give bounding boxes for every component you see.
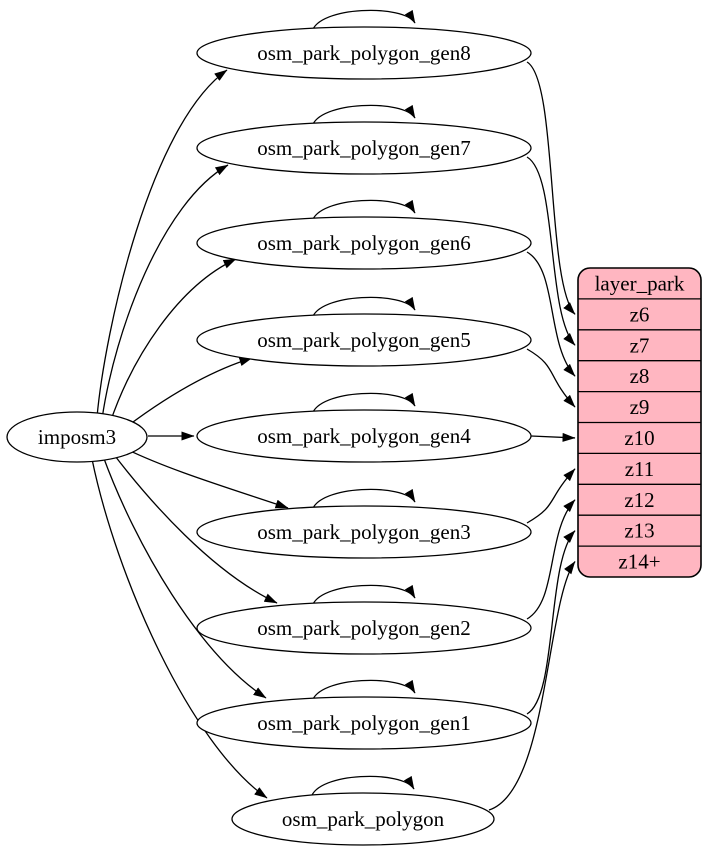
self-loop-osm_park_polygon_gen3 xyxy=(311,488,416,512)
edge-osm_park_polygon_gen4-to-z10 xyxy=(530,432,576,442)
source-label: imposm3 xyxy=(38,425,116,449)
edge-osm_park_polygon_gen2-to-z12 xyxy=(526,499,576,620)
edges-layer xyxy=(91,9,576,811)
edge-imposm3-to-osm_park_polygon_gen3 xyxy=(121,446,289,509)
table-ellipse xyxy=(196,505,532,559)
node-imposm3: imposm3 xyxy=(6,411,148,463)
edge-imposm3-to-osm_park_polygon xyxy=(91,458,268,799)
node-osm_park_polygon_gen7: osm_park_polygon_gen7 xyxy=(196,121,532,175)
table-ellipse xyxy=(196,696,532,750)
table-ellipse xyxy=(196,601,532,655)
table-label: osm_park_polygon_gen1 xyxy=(257,711,470,735)
edge-imposm3-to-osm_park_polygon_gen5 xyxy=(124,357,253,429)
edge-osm_park_polygon_gen5-to-z9 xyxy=(526,348,576,408)
table-label: osm_park_polygon_gen5 xyxy=(257,328,470,352)
node-osm_park_polygon_gen5: osm_park_polygon_gen5 xyxy=(196,313,532,367)
self-loop-osm_park_polygon_gen7 xyxy=(311,104,416,128)
layer-park-node: layer_park z6 z7 z8 z9 z10 z11 z12 z13 z14+ xyxy=(577,267,702,578)
node-osm_park_polygon_gen1: osm_park_polygon_gen1 xyxy=(196,696,532,750)
zoom-row-z7: z7 xyxy=(630,333,650,357)
edge-imposm3-to-osm_park_polygon_gen7 xyxy=(101,164,229,420)
self-loop-osm_park_polygon_gen4 xyxy=(311,392,416,416)
edge-osm_park_polygon_gen8-to-z6 xyxy=(526,61,576,315)
table-label: osm_park_polygon_gen6 xyxy=(257,231,470,255)
table-ellipse xyxy=(196,121,532,175)
zoom-row-z11: z11 xyxy=(625,457,655,481)
edge-imposm3-to-osm_park_polygon_gen6 xyxy=(109,258,237,424)
node-osm_park_polygon: osm_park_polygon xyxy=(231,792,495,846)
zoom-row-z13: z13 xyxy=(624,519,654,543)
table-ellipse xyxy=(196,313,532,367)
self-loop-osm_park_polygon_gen5 xyxy=(311,296,416,320)
node-osm_park_polygon_gen6: osm_park_polygon_gen6 xyxy=(196,216,532,270)
edge-osm_park_polygon-to-z14+ xyxy=(488,561,576,811)
self-loop-osm_park_polygon_gen8 xyxy=(311,9,416,33)
zoom-row-z10: z10 xyxy=(624,426,654,450)
zoom-row-z14+: z14+ xyxy=(618,550,660,574)
zoom-row-z8: z8 xyxy=(630,364,650,388)
zoom-row-z6: z6 xyxy=(630,302,650,326)
table-label: osm_park_polygon_gen3 xyxy=(257,520,470,544)
self-loop-osm_park_polygon_gen6 xyxy=(311,199,416,223)
zoom-row-z9: z9 xyxy=(630,395,650,419)
edge-osm_park_polygon_gen3-to-z11 xyxy=(526,468,576,524)
table-label: osm_park_polygon_gen7 xyxy=(257,136,470,160)
edge-osm_park_polygon_gen1-to-z13 xyxy=(526,530,576,715)
table-label: osm_park_polygon xyxy=(282,807,445,831)
node-osm_park_polygon_gen3: osm_park_polygon_gen3 xyxy=(196,505,532,559)
edge-osm_park_polygon_gen6-to-z8 xyxy=(526,251,576,377)
self-loop-osm_park_polygon xyxy=(310,775,415,799)
node-osm_park_polygon_gen4: osm_park_polygon_gen4 xyxy=(196,409,532,463)
table-ellipse xyxy=(231,792,495,846)
edge-imposm3-to-osm_park_polygon_gen2 xyxy=(111,451,278,604)
source-ellipse xyxy=(6,411,148,463)
edge-imposm3-to-osm_park_polygon_gen1 xyxy=(102,455,267,699)
table-ellipse xyxy=(196,26,532,80)
zoom-row-z12: z12 xyxy=(624,488,654,512)
layer-title: layer_park xyxy=(595,271,685,295)
table-label: osm_park_polygon_gen2 xyxy=(257,616,470,640)
table-label: osm_park_polygon_gen4 xyxy=(257,424,471,448)
edge-imposm3-to-osm_park_polygon_gen8 xyxy=(96,69,228,418)
table-ellipse xyxy=(196,216,532,270)
self-loop-osm_park_polygon_gen1 xyxy=(311,679,416,703)
node-osm_park_polygon_gen8: osm_park_polygon_gen8 xyxy=(196,26,532,80)
table-ellipse xyxy=(196,409,532,463)
table-label: osm_park_polygon_gen8 xyxy=(257,41,470,65)
edge-osm_park_polygon_gen7-to-z7 xyxy=(526,156,576,346)
node-osm_park_polygon_gen2: osm_park_polygon_gen2 xyxy=(196,601,532,655)
self-loop-osm_park_polygon_gen2 xyxy=(311,584,416,608)
